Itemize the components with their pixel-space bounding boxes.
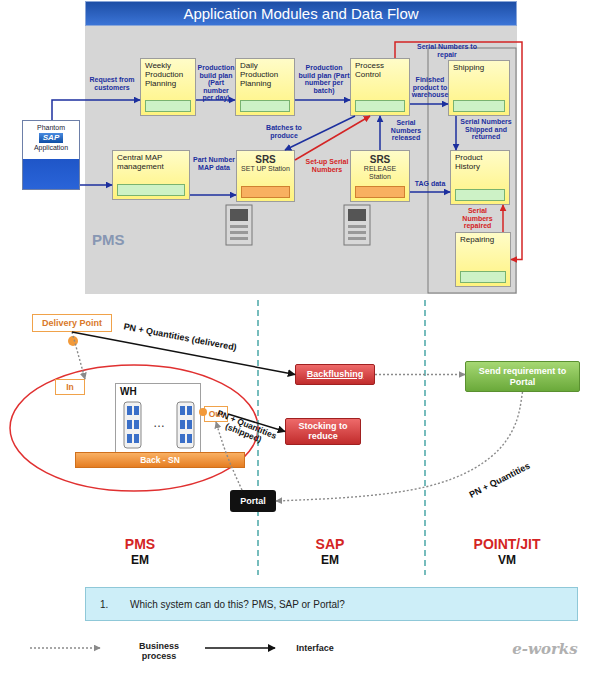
process-box: Stocking to reduce [285, 418, 361, 445]
lane-subname: EM [110, 553, 170, 567]
box-label: Process Control [355, 62, 405, 80]
box-label: 1. [100, 599, 130, 610]
connector-label: PN + Quantities (delivered) [105, 319, 254, 356]
module-panel [355, 186, 405, 198]
box-label: Central MAP management [117, 154, 185, 172]
connector-label: Part Number MAP data [192, 156, 236, 171]
module-panel [355, 100, 405, 112]
connector-label: PN + Quantities [460, 457, 539, 504]
box-label: Portal [240, 496, 266, 506]
box-label: SRS [355, 154, 405, 165]
station-box: SRSSET UP Station [236, 150, 295, 202]
legend-text: Interface [285, 643, 345, 653]
box-label: Repairing [460, 236, 506, 245]
module-box: Product History [450, 150, 510, 205]
box-label: Product History [455, 154, 505, 172]
connector-label: Finished product to warehouse [411, 76, 449, 99]
box-label: Application [34, 144, 68, 152]
box-label: SET UP Station [241, 165, 290, 173]
module-panel [453, 100, 505, 112]
lane-divider [424, 300, 426, 575]
connector-label: Production build plan (Part number per b… [298, 64, 350, 94]
connector-label: Serial Numbers repaired [454, 207, 501, 230]
system-region: PMS Weekly Production Planning Daily Produ… [85, 26, 517, 294]
box-label: Phantom [37, 124, 65, 132]
box-label: Stocking to reduce [286, 422, 360, 442]
box-label: Weekly Production Planning [145, 62, 191, 88]
port-box: In [55, 379, 85, 395]
legend-sample [205, 647, 275, 649]
module-box: Daily Production Planning [235, 58, 295, 116]
box-label: Shipping [453, 64, 505, 73]
connector [72, 332, 85, 379]
question-box: 1.Which system can do this? PMS, SAP or … [85, 587, 578, 621]
connector-label: Request from customers [86, 76, 138, 91]
box-label: Daily Production Planning [240, 62, 290, 88]
box-label: Send requirement to Portal [466, 366, 579, 387]
connector-label: PN + Quantities (shipped) [205, 406, 284, 452]
station-box: SRSRELEASE Station [350, 150, 410, 202]
lane-subname: VM [462, 553, 552, 567]
watermark: e-works [505, 640, 585, 658]
box-label: SAP [39, 133, 63, 143]
location-box: Delivery Point [32, 314, 112, 332]
lane-name: PMS [110, 536, 170, 552]
process-box: Backflushing [295, 364, 375, 385]
box-label: Delivery Point [42, 318, 102, 328]
band-box: Back - SN [75, 452, 245, 468]
module-box: Repairing [455, 232, 511, 287]
module-box: Weekly Production Planning [140, 58, 196, 116]
module-panel [241, 186, 290, 198]
module-panel [240, 100, 290, 112]
lane-subname: EM [300, 553, 360, 567]
box-label: RELEASE Station [355, 165, 405, 180]
box-label: PMS [92, 231, 125, 248]
ellipsis-mark: … [145, 416, 173, 430]
module-panel [460, 271, 506, 283]
connector-label: Production build plan (Part number per d… [197, 64, 235, 102]
module-box: Shipping [448, 60, 510, 116]
box-label: Which system can do this? PMS, SAP or Po… [130, 599, 345, 610]
connector-label: TAG data [412, 180, 448, 188]
diagram-title: Application Modules and Data Flow [85, 1, 517, 26]
connector-label: Serial Numbers released [384, 119, 428, 142]
lane-name: SAP [300, 536, 360, 552]
connector-label: Serial Numbers Shipped and returned [460, 118, 512, 141]
legend-sample [30, 647, 100, 649]
module-panel [117, 184, 185, 196]
box-label: In [66, 382, 74, 392]
box-label: Back - SN [140, 455, 180, 465]
connector-label: Serial Numbers to repair [414, 43, 480, 58]
process-box: Send requirement to Portal [465, 361, 580, 392]
module-panel [455, 189, 505, 201]
box-label: Backflushing [307, 370, 364, 380]
module-box: Central MAP management [112, 150, 190, 200]
connector [375, 374, 465, 375]
box-label: SRS [241, 154, 290, 165]
system-box: Portal [230, 490, 276, 512]
flow-dot [68, 336, 78, 346]
module-panel [145, 100, 191, 112]
legend-text: Business process [128, 641, 190, 662]
lane-name: POINT/JIT [462, 536, 552, 552]
application-box: PhantomSAPApplication [22, 120, 80, 190]
connector-label: Set-up Serial Numbers [305, 158, 349, 173]
box-label: WH [120, 386, 196, 397]
module-box: Process Control [350, 58, 410, 116]
connector-label: Batches to produce [258, 124, 310, 139]
